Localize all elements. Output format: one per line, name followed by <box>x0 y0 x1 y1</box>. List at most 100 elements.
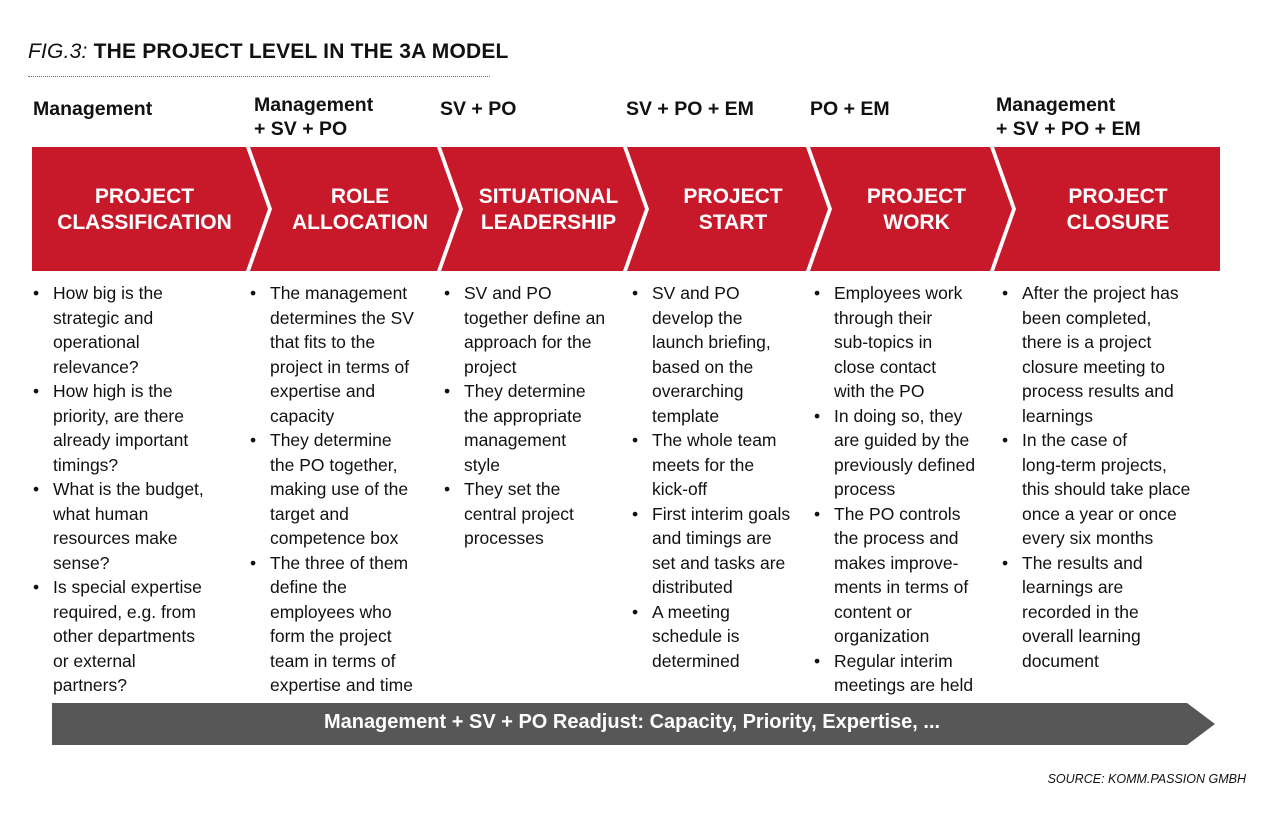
bullet-icon: • <box>1002 430 1009 450</box>
bullet-text-line: learnings are <box>1022 577 1124 597</box>
role-line: + SV + PO <box>254 118 348 140</box>
bullet-text-line: The PO controls <box>834 503 961 524</box>
bullet-text-line: They determine <box>270 430 392 450</box>
phase-roles: Management+ SV + PO + EM <box>996 93 1141 141</box>
bullet-text-line: target and <box>270 503 349 524</box>
bullet-text-line: strategic and <box>53 307 154 328</box>
bullet-text-line: First interim goals <box>652 503 791 524</box>
bullet-text-line: once a year or once <box>1022 503 1177 524</box>
bullet-text-line: every six months <box>1022 528 1154 548</box>
bullet-text-line: process <box>834 479 896 499</box>
phase-chevron <box>627 147 828 271</box>
phase-label-line: SITUATIONAL <box>478 185 619 208</box>
bullet-text-line: determines the SV <box>270 307 414 328</box>
bullet-text-line: what human <box>53 503 149 524</box>
figure-title: FIG.3: THE PROJECT LEVEL IN THE 3A MODEL <box>28 40 509 64</box>
phase-label: PROJECT CLOSURE <box>1016 184 1220 236</box>
bullet-text-line: Is special expertise <box>53 577 202 597</box>
bullet-text-line: closure meeting to <box>1022 356 1165 377</box>
bullet-text-line: meets for the <box>652 454 755 475</box>
bullet-text-line: close contact <box>834 356 937 377</box>
phase-label-line: ALLOCATION <box>291 211 429 234</box>
phase-roles: Management <box>33 97 152 121</box>
bullet-text-line: and timings are <box>652 528 772 548</box>
bullet-text-line: priority, are there <box>53 405 184 426</box>
bullet-text-line: They set the <box>464 479 561 499</box>
bullet-text-line: In the case of <box>1022 430 1128 450</box>
bullet-text-line: overall learning <box>1022 626 1141 646</box>
bullet-text-line: other departments <box>53 626 196 646</box>
role-line: Management <box>33 98 153 120</box>
phase-label-line: CLASSIFICATION <box>57 211 232 234</box>
bullet-icon: • <box>632 283 639 303</box>
bullet-text-line: together define an <box>464 307 606 328</box>
phase-roles: PO + EM <box>810 97 890 121</box>
bullet-text-line: that fits to the <box>270 332 376 352</box>
phase-label-line: CLOSURE <box>1066 211 1170 234</box>
figure-title-text: THE PROJECT LEVEL IN THE 3A MODEL <box>93 40 509 63</box>
dotted-divider <box>28 76 490 77</box>
bullet-text-line: meetings are held <box>834 675 974 695</box>
phase-label-line: PROJECT <box>1068 185 1168 208</box>
role-line: SV + PO + EM <box>626 98 754 120</box>
bottom-arrow-label: Management + SV + PO Readjust: Capacity,… <box>323 711 941 733</box>
bullet-text-line: The whole team <box>652 430 777 450</box>
bullet-text-line: develop the <box>652 307 743 328</box>
bullet-text-line: the process and <box>834 528 959 548</box>
bullet-text-line: makes improve- <box>834 552 959 573</box>
bullet-text-line: are guided by the <box>834 430 970 450</box>
phase-chevron <box>810 147 1012 271</box>
bullet-text-line: previously defined <box>834 454 976 475</box>
bullet-text-line: there is a project <box>1022 332 1152 352</box>
bullet-text-line: processes <box>464 528 544 548</box>
bullet-text-line: or external <box>53 650 136 671</box>
bullet-icon: • <box>444 283 451 303</box>
phase-chevron <box>32 147 268 271</box>
bullet-icon: • <box>1002 283 1009 303</box>
bullet-icon: • <box>632 601 639 622</box>
bullet-text-line: the PO together, <box>270 454 398 475</box>
bullet-icon: • <box>1002 552 1009 573</box>
bullet-text-line: the appropriate <box>464 405 582 426</box>
bullet-text-line: relevance? <box>53 356 139 377</box>
bullet-text-line: this should take place <box>1022 479 1191 499</box>
role-line: Management <box>254 94 374 116</box>
phase-chevron <box>994 147 1220 271</box>
phase-roles: SV + PO + EM <box>626 97 754 121</box>
bullet-text-line: organization <box>834 626 930 646</box>
bullet-text-line: competence box <box>270 528 399 548</box>
bullet-text-line: Regular interim <box>834 650 953 671</box>
bullet-text-line: form the project <box>270 626 392 646</box>
bullet-text-line: SV and PO <box>652 283 740 303</box>
bullet-text-line: project <box>464 356 517 377</box>
bullet-text-line: required, e.g. from <box>53 601 196 622</box>
bullet-text-line: Employees work <box>834 283 963 303</box>
bullet-text-line: capacity <box>270 405 335 426</box>
figure-number: FIG.3: <box>28 40 88 63</box>
bullet-text-line: How high is the <box>53 381 173 401</box>
bullet-text-line: partners? <box>53 675 127 695</box>
phase-label-line: PROJECT <box>94 185 195 208</box>
bullet-text-line: through their <box>834 307 933 328</box>
bullet-text-line: A meeting <box>652 601 730 622</box>
bullet-text-line: expertise and <box>270 381 376 401</box>
bullet-text-line: The results and <box>1022 552 1143 573</box>
bullet-text-line: In doing so, they <box>834 405 963 426</box>
